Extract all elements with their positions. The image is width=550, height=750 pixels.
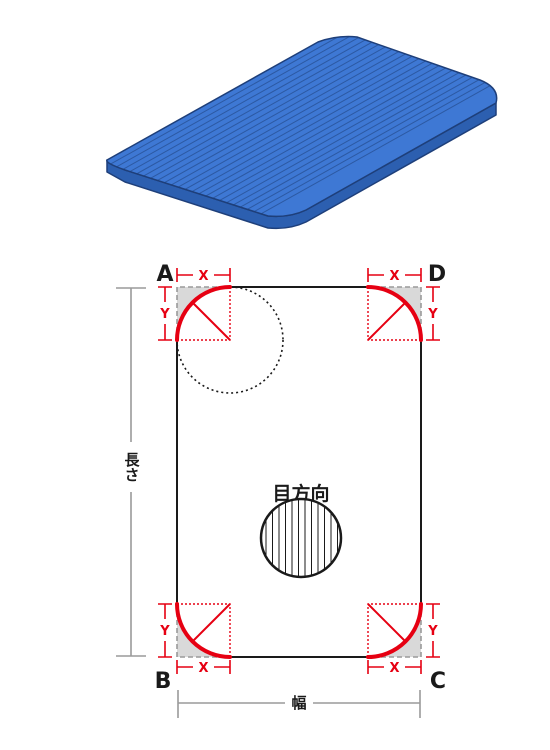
corner-label-b: B	[155, 669, 172, 694]
radius-diagonals	[191, 301, 407, 643]
board-grain-line	[199, 63, 464, 212]
board-grain-line	[112, 36, 377, 182]
board-grain-line	[106, 36, 357, 175]
x-label-d: X	[389, 269, 399, 284]
board-grain-line	[213, 68, 478, 217]
board-grain-line	[125, 37, 391, 187]
corner-cut-areas	[177, 287, 421, 657]
board-grain-line	[106, 36, 371, 180]
original-corner-lines	[176, 286, 422, 658]
board-grain-line	[106, 36, 364, 177]
y-label-a: Y	[159, 307, 170, 322]
plan-view: X X X X Y Y Y Y A D B C 長さ	[116, 262, 446, 718]
corner-cut-a	[177, 287, 230, 340]
board-outline	[176, 286, 422, 658]
corner-label-c: C	[430, 669, 446, 694]
corner-label-d: D	[428, 262, 446, 287]
board-wood-grain-lines	[106, 36, 497, 217]
board-grain-line	[166, 51, 431, 201]
length-dimension	[116, 287, 146, 657]
radius-arc-d	[366, 285, 423, 342]
y-label-d: Y	[427, 307, 438, 322]
corner-cut-c	[368, 604, 421, 657]
corner-guides	[177, 287, 421, 657]
board-grain-line	[226, 72, 491, 217]
radius-arc-b	[175, 602, 232, 659]
width-label: 幅	[291, 694, 306, 712]
grain-direction-label: 目方向	[272, 482, 329, 505]
corner-label-a: A	[156, 262, 173, 287]
x-label-b: X	[198, 661, 208, 676]
board-grain-line	[172, 54, 438, 203]
board-grain-line	[192, 61, 458, 210]
board-grain-line	[239, 77, 497, 217]
y-label-b: Y	[159, 624, 170, 639]
board-grain-line	[152, 47, 417, 196]
xy-dimension-lines	[158, 268, 440, 674]
corner-cut-d	[368, 287, 421, 340]
radius-arc-c	[366, 602, 423, 659]
board-grain-line	[179, 56, 444, 205]
y-label-c: Y	[427, 624, 438, 639]
x-label-a: X	[198, 269, 208, 284]
xy-labels: X X X X Y Y Y Y	[159, 269, 438, 676]
board-grain-line	[233, 75, 497, 217]
board-grain-line	[132, 40, 397, 189]
board-grain-line	[139, 42, 404, 191]
board-grain-line	[119, 36, 384, 184]
board-grain-line	[206, 65, 471, 215]
length-label: 長さ	[123, 452, 141, 482]
corner-cut-b	[177, 604, 230, 657]
corner-labels: A D B C	[155, 262, 447, 694]
x-label-c: X	[389, 661, 399, 676]
board-grain-line	[159, 49, 424, 198]
board-grain-line	[186, 58, 451, 208]
radius-arcs	[175, 285, 423, 659]
board-3d-illustration	[106, 35, 498, 230]
grain-direction-icon	[259, 497, 343, 579]
width-dimension	[177, 690, 421, 718]
board-grain-line	[146, 44, 411, 194]
radius-arc-a	[175, 285, 232, 342]
board-grain-line	[219, 70, 485, 217]
